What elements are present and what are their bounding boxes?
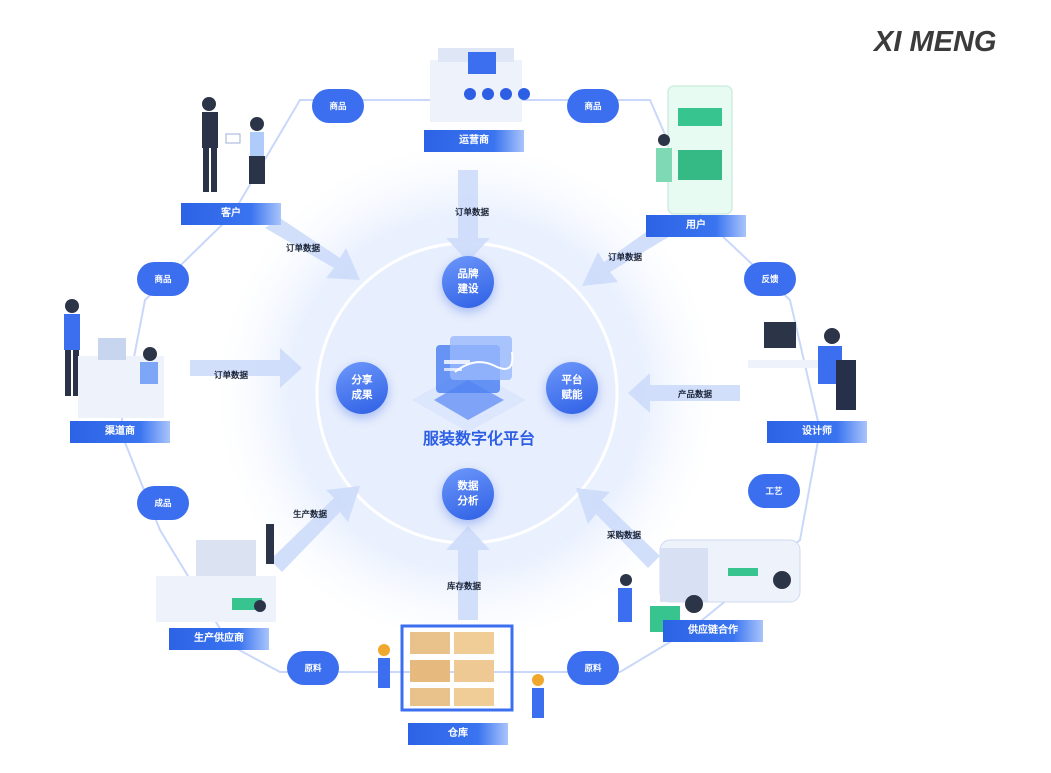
stakeholder-producer[interactable]: 生产供应商 [169,628,269,650]
arrow-channel [190,348,302,388]
arrow-supply [576,488,660,568]
arrow-producer [270,486,360,572]
platform-illustration [412,336,526,432]
link-pill: 工艺 [748,474,800,508]
flow-label: 订单数据 [286,243,321,253]
channel-illustration [64,299,164,418]
flow-label: 产品数据 [678,389,713,399]
link-pill: 商品 [137,262,189,296]
operator-illustration [430,48,530,122]
node-enable[interactable]: 平台赋能 [546,362,598,414]
flow-arrows [190,170,740,620]
designer-illustration [748,322,856,410]
stakeholder-warehouse[interactable]: 仓库 [408,723,508,745]
flow-label: 订单数据 [455,207,490,217]
link-pill: 商品 [312,89,364,123]
stakeholder-operator[interactable]: 运营商 [424,130,524,152]
node-enable-label: 平台赋能 [561,374,583,401]
node-brand-label: 品牌建设 [457,268,479,295]
center-title: 服装数字化平台 [422,431,535,448]
flow-label: 订单数据 [608,252,643,262]
arrow-customer [265,218,360,280]
node-share-label: 分享成果 [351,374,373,401]
arrow-user [582,222,672,286]
link-pill: 原料 [567,651,619,685]
warehouse-illustration [378,624,544,718]
customer-illustration [202,97,265,192]
brand-logo: XI MENG [874,26,997,58]
flow-label: 采购数据 [607,530,642,540]
link-pill: 商品 [567,89,619,123]
node-brand[interactable]: 品牌建设 [442,256,494,308]
arrow-designer [628,373,740,413]
user-illustration [656,85,733,215]
link-pill: 反馈 [744,262,796,296]
stakeholder-supply[interactable]: 供应链合作 [663,620,763,642]
flow-label: 生产数据 [293,509,328,519]
node-share[interactable]: 分享成果 [336,362,388,414]
link-pill: 原料 [287,651,339,685]
stakeholder-customer[interactable]: 客户 [181,203,281,225]
link-pill: 成品 [137,486,189,520]
flow-label: 订单数据 [214,370,249,380]
flow-label: 库存数据 [447,581,482,591]
producer-illustration [156,524,276,622]
node-analysis-label: 数据分析 [457,480,479,507]
stakeholder-designer[interactable]: 设计师 [767,421,867,443]
arrow-warehouse [446,526,490,620]
arrow-operator [446,170,490,262]
stakeholder-channel[interactable]: 渠道商 [70,421,170,443]
stakeholder-user[interactable]: 用户 [646,215,746,237]
node-analysis[interactable]: 数据分析 [442,468,494,520]
